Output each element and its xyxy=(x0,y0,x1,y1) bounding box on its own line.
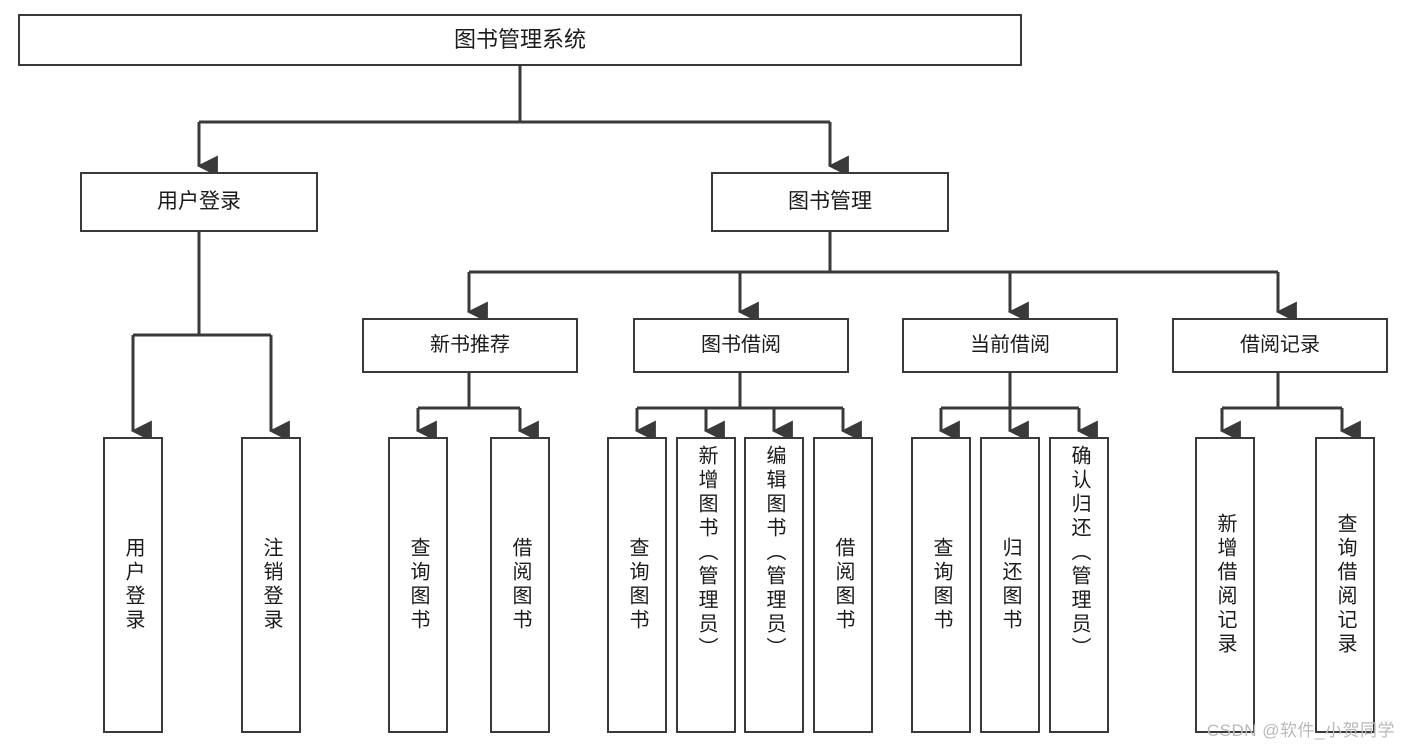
node-label: 借阅图书 xyxy=(832,537,854,633)
leaf-book-borrow-borrow[interactable]: 借阅图书 xyxy=(813,437,873,733)
leaf-current-borrow-return[interactable]: 归还图书 xyxy=(980,437,1040,733)
node-label: 借阅记录 xyxy=(1240,334,1320,357)
node-user-login[interactable]: 用户登录 xyxy=(80,172,318,232)
node-label: 借阅图书 xyxy=(509,537,531,633)
node-book-management[interactable]: 图书管理 xyxy=(711,172,949,232)
node-label: 当前借阅 xyxy=(970,334,1050,357)
node-borrow-record[interactable]: 借阅记录 xyxy=(1172,318,1388,373)
leaf-new-book-query[interactable]: 查询图书 xyxy=(388,437,448,733)
node-label: 新书推荐 xyxy=(430,334,510,357)
leaf-borrow-record-query[interactable]: 查询借阅记录 xyxy=(1315,437,1375,733)
leaf-user-login-logout[interactable]: 注销登录 xyxy=(241,437,301,733)
node-label: 用户登录 xyxy=(157,190,241,214)
node-label: 图书借阅 xyxy=(701,334,781,357)
node-root-system[interactable]: 图书管理系统 xyxy=(18,14,1022,66)
leaf-new-book-borrow[interactable]: 借阅图书 xyxy=(490,437,550,733)
node-new-book-recommend[interactable]: 新书推荐 xyxy=(362,318,578,373)
leaf-book-borrow-query[interactable]: 查询图书 xyxy=(607,437,667,733)
leaf-borrow-record-add[interactable]: 新增借阅记录 xyxy=(1195,437,1255,733)
node-label: 查询图书 xyxy=(930,537,952,633)
leaf-book-borrow-add[interactable]: 新增图书（管理员） xyxy=(676,437,736,733)
node-label: 确认归还（管理员） xyxy=(1068,445,1090,661)
node-label: 新增借阅记录 xyxy=(1214,513,1236,657)
node-label: 查询图书 xyxy=(407,537,429,633)
node-label: 用户登录 xyxy=(122,537,144,633)
leaf-book-borrow-edit[interactable]: 编辑图书（管理员） xyxy=(744,437,804,733)
node-label: 图书管理系统 xyxy=(453,26,586,52)
node-label: 编辑图书（管理员） xyxy=(763,445,785,661)
node-label: 注销登录 xyxy=(260,537,282,633)
node-label: 查询借阅记录 xyxy=(1334,513,1356,657)
node-label: 新增图书（管理员） xyxy=(695,445,717,661)
csdn-watermark: CSDN @软件_小贺同学 xyxy=(1206,721,1395,740)
node-book-borrow[interactable]: 图书借阅 xyxy=(633,318,849,373)
leaf-current-borrow-confirm-return[interactable]: 确认归还（管理员） xyxy=(1049,437,1109,733)
node-current-borrow[interactable]: 当前借阅 xyxy=(902,318,1118,373)
leaf-user-login-login[interactable]: 用户登录 xyxy=(103,437,163,733)
node-label: 查询图书 xyxy=(626,537,648,633)
leaf-current-borrow-query[interactable]: 查询图书 xyxy=(911,437,971,733)
node-label: 图书管理 xyxy=(788,190,872,214)
node-label: 归还图书 xyxy=(999,537,1021,633)
